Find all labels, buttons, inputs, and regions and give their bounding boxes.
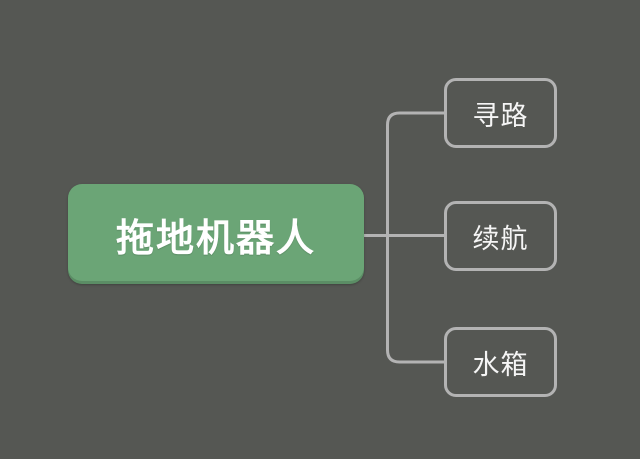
child-node-2-label: 续航 xyxy=(472,223,529,254)
child-node-1[interactable]: 寻路 xyxy=(444,78,557,148)
child-node-3-label: 水箱 xyxy=(472,349,529,380)
child-node-3[interactable]: 水箱 xyxy=(444,327,557,397)
branch-line-top xyxy=(386,111,446,237)
child-node-1-label: 寻路 xyxy=(472,100,529,131)
root-node-label: 拖地机器人 xyxy=(115,217,316,260)
root-node[interactable]: 拖地机器人 xyxy=(68,184,364,284)
branch-line-bottom xyxy=(386,234,446,364)
child-node-2[interactable]: 续航 xyxy=(444,201,557,271)
